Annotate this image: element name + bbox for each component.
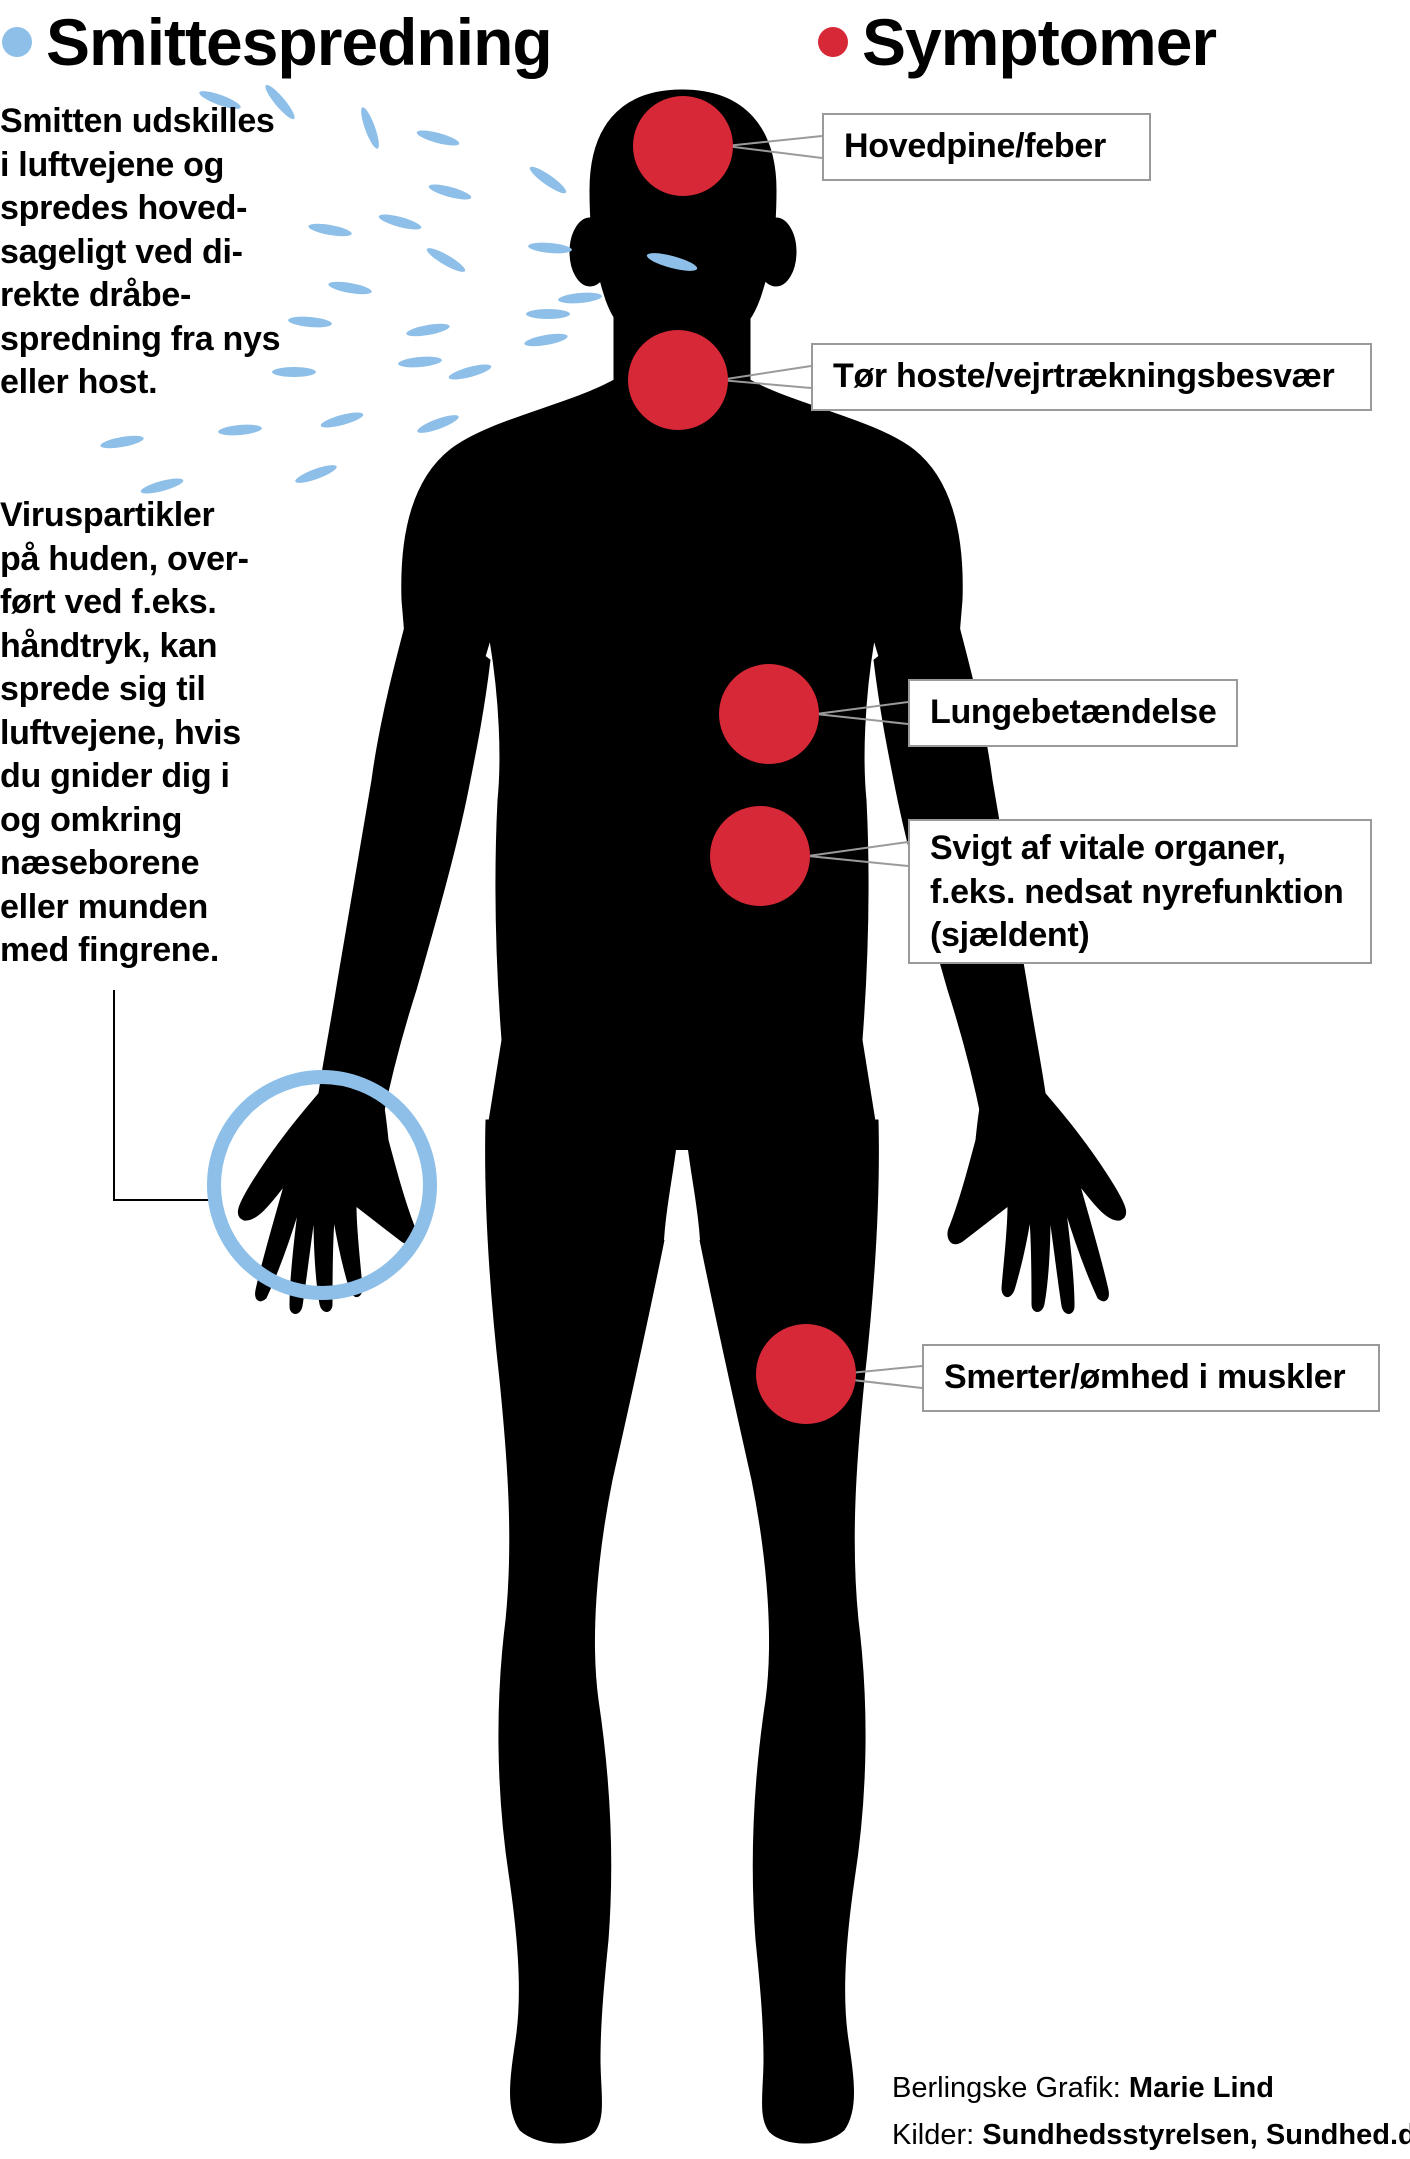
left-ear <box>569 217 611 287</box>
symptom-markers <box>628 96 856 1424</box>
callout-cough: Tør hoste/vejrtrækningsbesvær <box>811 343 1372 411</box>
droplet-icon <box>448 364 492 380</box>
hand-leader-line <box>113 990 210 1201</box>
droplet-icon <box>308 223 352 237</box>
droplet-icon <box>288 316 332 328</box>
left-hand-shape <box>237 1089 417 1314</box>
droplet-icon <box>646 253 698 271</box>
droplet-icon <box>526 309 570 319</box>
droplet-icon <box>528 242 572 254</box>
droplet-icon <box>398 356 442 368</box>
credit-sources-label: Kilder: <box>892 2119 983 2151</box>
marker-muscles <box>756 1324 856 1424</box>
droplet-icon <box>416 130 460 146</box>
heading-spread: Smittespredning <box>2 2 553 82</box>
marker-headache <box>633 96 733 196</box>
leader-headache <box>725 135 823 147</box>
heading-symptoms: Symptomer <box>818 2 1217 82</box>
callout-headache: Hovedpine/feber <box>822 113 1151 181</box>
credit-graphics-value: Marie Lind <box>1128 2072 1274 2104</box>
droplet-icon <box>140 478 184 494</box>
droplet-spread-text: Smitten udskilles i luftvejene og sprede… <box>0 102 281 401</box>
left-arm-shape <box>317 599 491 1121</box>
droplet-icon <box>529 166 567 194</box>
hand-highlight-ring <box>207 1070 437 1300</box>
droplet-icon <box>328 281 372 295</box>
leader-organs-2 <box>807 855 909 867</box>
droplet-icon <box>265 84 295 120</box>
callout-organs: Svigt af vitale organer, f.eks. nedsat n… <box>908 819 1372 964</box>
droplet-icon <box>378 214 422 230</box>
symptom-dot-icon <box>818 27 848 57</box>
droplet-icon <box>320 412 364 428</box>
leader-lines <box>719 135 923 1389</box>
callout-muscles: Smerter/ømhed i muskler <box>922 1344 1380 1412</box>
droplet-icon <box>524 333 568 347</box>
droplet-icon <box>218 424 262 436</box>
credit-sources-value: Sundhedsstyrelsen, Sundhed.dk <box>982 2119 1410 2151</box>
droplet-icon <box>558 292 602 304</box>
torso-shape <box>401 379 963 1141</box>
contact-spread-text: Viruspartikler på huden, over- ført ved … <box>0 496 249 969</box>
droplet-icon <box>428 184 472 200</box>
droplet-icon <box>295 465 337 483</box>
leg-gap <box>664 1150 700 1240</box>
leader-pneumonia <box>815 701 909 715</box>
credit-sources: Kilder: Sundhedsstyrelsen, Sundhed.dk <box>892 2117 1410 2153</box>
spread-dot-icon <box>2 27 32 57</box>
droplet-icon <box>272 367 316 377</box>
heading-spread-label: Smittespredning <box>46 5 553 79</box>
sneeze-droplets <box>100 84 698 494</box>
droplet-icon <box>406 323 450 337</box>
right-ear <box>755 217 797 287</box>
callout-pneumonia: Lungebetændelse <box>908 679 1238 747</box>
droplet-icon <box>199 91 241 109</box>
droplet-icon <box>361 107 379 149</box>
legs-shape <box>485 1119 879 2144</box>
heading-symptoms-label: Symptomer <box>862 5 1217 79</box>
leader-organs <box>807 841 909 857</box>
droplet-icon <box>417 415 459 433</box>
marker-cough <box>628 330 728 430</box>
marker-pneumonia <box>719 664 819 764</box>
droplet-icon <box>426 248 466 272</box>
leader-cough-2 <box>719 379 812 389</box>
credit-graphics-label: Berlingske Grafik: <box>892 2072 1129 2104</box>
marker-organs <box>710 806 810 906</box>
leader-pneumonia-2 <box>815 713 909 725</box>
credit-graphics: Berlingske Grafik: Marie Lind <box>892 2070 1274 2106</box>
droplet-icon <box>100 435 144 449</box>
leader-headache-2 <box>725 145 823 159</box>
leader-cough <box>719 365 812 381</box>
right-hand-shape <box>947 1089 1127 1314</box>
